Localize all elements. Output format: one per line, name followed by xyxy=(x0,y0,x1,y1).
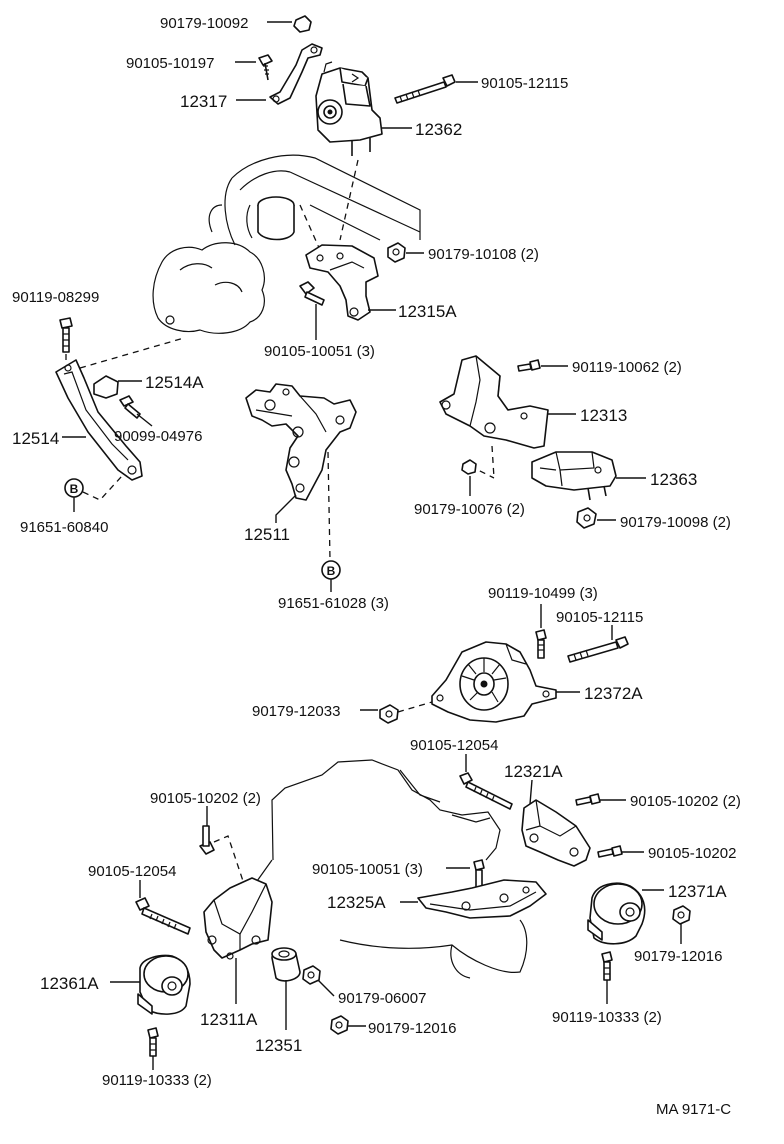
label-90105-12054-left: 90105-12054 xyxy=(88,863,176,880)
label-91651-60840: 91651-60840 xyxy=(20,519,108,536)
bracket-12325A xyxy=(417,879,547,919)
nut-90179-12033 xyxy=(379,704,399,724)
label-12372A: 12372A xyxy=(584,684,643,703)
nut-90179-10098 xyxy=(576,507,597,529)
label-90105-10202-2a: 90105-10202 (2) xyxy=(150,790,261,807)
label-12317: 12317 xyxy=(180,92,227,111)
bracket-12313 xyxy=(439,355,549,449)
bracket-12321A xyxy=(521,799,591,867)
label-12362: 12362 xyxy=(415,120,462,139)
bracket-12514 xyxy=(55,359,143,481)
bolt-90119-10333-right xyxy=(601,951,613,981)
b-mark-letter: B xyxy=(70,482,79,496)
label-90179-10108: 90179-10108 (2) xyxy=(428,246,539,263)
label-90179-10076: 90179-10076 (2) xyxy=(414,501,525,518)
label-90179-12033: 90179-12033 xyxy=(252,703,340,720)
nut-90179-12016-bottom xyxy=(330,1015,349,1035)
bolt-90105-10051-b xyxy=(473,859,485,889)
bolt-90105-12115-mid xyxy=(567,636,629,663)
label-90105-10051-b: 90105-10051 (3) xyxy=(312,861,423,878)
bolt-90105-10202 xyxy=(597,845,623,858)
label-90105-12115-mid: 90105-12115 xyxy=(556,609,643,626)
bolt-90105-12115-top xyxy=(394,74,456,104)
bracket-12315A xyxy=(305,244,379,321)
label-90179-12016-bottom: 90179-12016 xyxy=(368,1020,456,1037)
label-90105-10197: 90105-10197 xyxy=(126,55,214,72)
nut-90179-12016-right xyxy=(672,905,691,925)
engine-outline xyxy=(208,154,421,246)
bolt-90099-04976 xyxy=(119,395,141,419)
bracket-12511 xyxy=(245,383,357,501)
label-12351: 12351 xyxy=(255,1036,302,1055)
label-90179-10092: 90179-10092 xyxy=(160,15,248,32)
label-12315A: 12315A xyxy=(398,302,457,321)
mount-12363 xyxy=(531,451,617,501)
b-mark-letter: B xyxy=(327,564,336,578)
label-90179-10098: 90179-10098 (2) xyxy=(620,514,731,531)
b-mark-center: B xyxy=(321,560,341,580)
bolt-90119-08299 xyxy=(59,317,73,353)
bolt-90119-10333-left xyxy=(147,1027,159,1057)
label-90119-10499: 90119-10499 (3) xyxy=(488,585,598,602)
label-12514A: 12514A xyxy=(145,373,204,392)
part-labels: 90179-10092 90105-10197 12317 90105-1211… xyxy=(12,15,741,1118)
label-91651-61028: 91651-61028 (3) xyxy=(278,595,389,612)
label-12313: 12313 xyxy=(580,406,627,425)
label-12511: 12511 xyxy=(244,525,290,544)
bolt-90105-10202-2a xyxy=(199,825,215,855)
label-90105-12054-top: 90105-12054 xyxy=(410,737,498,754)
label-12311A: 12311A xyxy=(200,1010,258,1029)
mount-12362 xyxy=(315,61,383,156)
nut-12514A xyxy=(93,375,119,399)
bolt-90105-12054-top xyxy=(459,772,513,810)
label-12321A: 12321A xyxy=(504,762,563,781)
label-90119-10333-right: 90119-10333 (2) xyxy=(552,1009,662,1026)
transmission-case-outline xyxy=(152,242,265,334)
label-90099-04976: 90099-04976 xyxy=(114,428,202,445)
bracket-12317 xyxy=(269,43,323,105)
label-90179-12016-right: 90179-12016 xyxy=(634,948,722,965)
nut-90179-10092 xyxy=(293,15,312,33)
bolt-90119-10499 xyxy=(535,629,547,659)
bracket-12311A xyxy=(203,877,273,960)
bolt-90105-10051-a xyxy=(299,281,325,306)
label-12514: 12514 xyxy=(12,429,59,448)
bolt-90105-12054-left xyxy=(135,897,191,935)
mount-12361A xyxy=(137,954,191,1015)
nut-90179-10076 xyxy=(461,459,477,475)
diagram-code: MA 9171-C xyxy=(656,1101,731,1118)
label-90119-08299: 90119-08299 xyxy=(12,289,99,306)
mount-12371A xyxy=(587,882,646,945)
label-12363: 12363 xyxy=(650,470,697,489)
nut-90179-06007 xyxy=(302,965,321,985)
label-90105-10202: 90105-10202 xyxy=(648,845,736,862)
label-90105-10202-2b: 90105-10202 (2) xyxy=(630,793,741,810)
label-90105-10051-a: 90105-10051 (3) xyxy=(264,343,375,360)
label-12325A: 12325A xyxy=(327,893,386,912)
bolt-90105-10197 xyxy=(258,54,273,81)
bolt-90105-10202-2b xyxy=(575,793,601,806)
label-90179-06007: 90179-06007 xyxy=(338,990,426,1007)
label-12361A: 12361A xyxy=(40,974,99,993)
label-90105-12115-top: 90105-12115 xyxy=(481,75,568,92)
mount-12372A xyxy=(431,641,557,723)
label-90119-10062: 90119-10062 (2) xyxy=(572,359,682,376)
b-mark-left: B xyxy=(64,478,84,498)
label-12371A: 12371A xyxy=(668,882,727,901)
label-90119-10333-left: 90119-10333 (2) xyxy=(102,1072,212,1089)
bushing-12351 xyxy=(271,947,301,982)
nut-90179-10108 xyxy=(387,242,406,263)
bolt-90119-10062 xyxy=(517,359,541,372)
